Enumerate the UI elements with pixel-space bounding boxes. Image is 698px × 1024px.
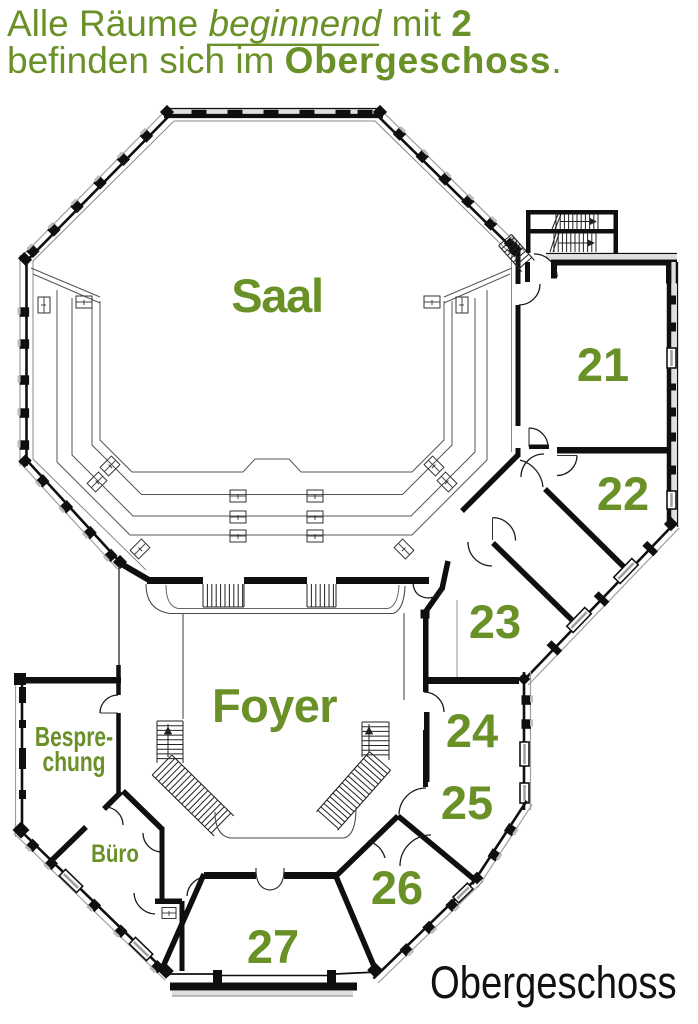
svg-text:22: 22 (597, 467, 649, 520)
svg-text:Bespre-: Bespre- (35, 722, 113, 753)
svg-text:Büro: Büro (91, 839, 139, 867)
svg-text:Foyer: Foyer (212, 679, 337, 732)
svg-text:Saal: Saal (231, 269, 323, 322)
svg-text:Obergeschoss: Obergeschoss (430, 957, 677, 1008)
svg-text:24: 24 (446, 704, 498, 757)
svg-text:chung: chung (43, 747, 106, 778)
svg-text:21: 21 (577, 338, 629, 391)
svg-text:26: 26 (371, 861, 423, 914)
svg-text:befinden sich im Obergeschoss.: befinden sich im Obergeschoss. (7, 40, 562, 81)
svg-text:27: 27 (247, 920, 299, 973)
svg-text:Alle Räume beginnend mit 2: Alle Räume beginnend mit 2 (7, 3, 472, 44)
svg-text:23: 23 (469, 595, 521, 648)
svg-text:25: 25 (441, 776, 493, 829)
